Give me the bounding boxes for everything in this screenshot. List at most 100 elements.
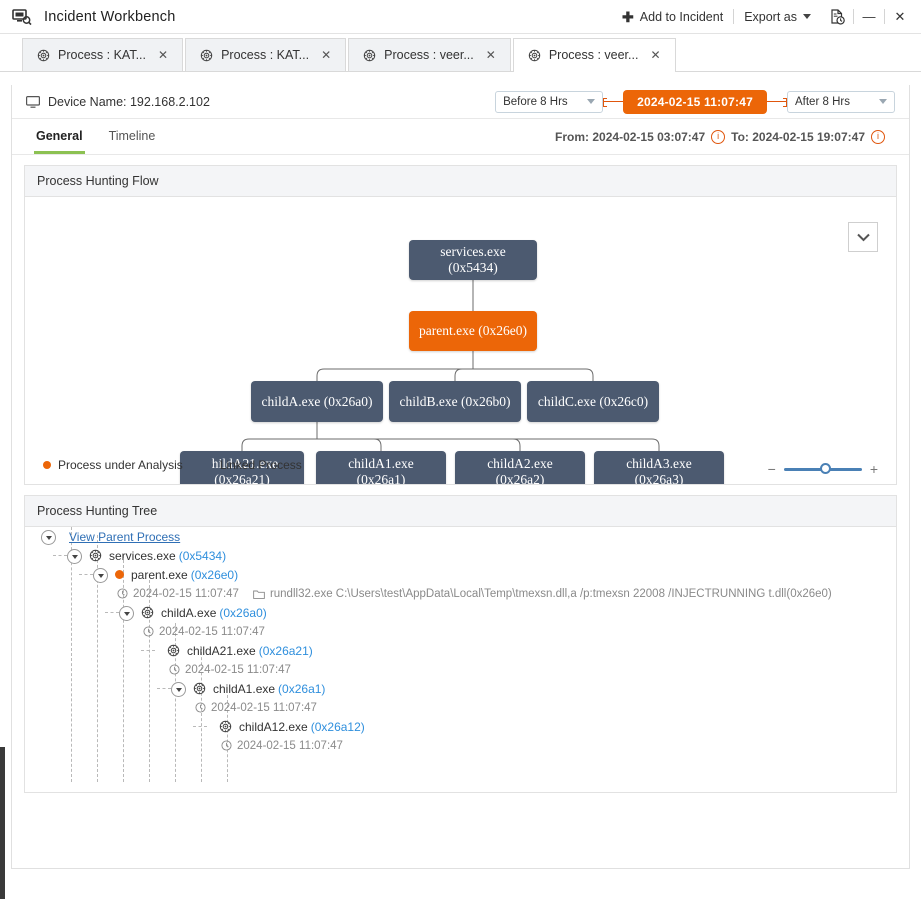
tree-row-meta: 2024-02-15 11:07:47 xyxy=(25,660,896,679)
title-bar: Incident Workbench ✚ Add to Incident Exp… xyxy=(0,0,921,34)
flow-connector-lines xyxy=(241,280,660,451)
flow-node-label: childA21.exe(0x26a21) xyxy=(205,456,279,484)
orange-dot-icon xyxy=(115,570,124,579)
device-name-label: Device Name: 192.168.2.102 xyxy=(48,94,210,109)
tab-0[interactable]: Process : KAT...✕ xyxy=(22,38,184,71)
tree-toggle[interactable] xyxy=(93,568,108,583)
tab-timeline[interactable]: Timeline xyxy=(108,128,156,143)
export-as-button[interactable]: Export as xyxy=(734,0,821,33)
after-range-select[interactable]: After 8 Hrs xyxy=(787,90,895,113)
flow-panel-title: Process Hunting Flow xyxy=(25,166,896,197)
collapse-flow-button[interactable] xyxy=(848,222,878,252)
process-name: childA12.exe xyxy=(239,719,308,734)
zoom-slider-handle[interactable] xyxy=(819,462,831,474)
tree-guide-line xyxy=(141,650,155,651)
tree-process-entry[interactable]: childA.exe(0x26a0) xyxy=(141,606,267,620)
flow-node-childB[interactable]: childB.exe (0x26b0) xyxy=(389,381,521,422)
report-clock-icon[interactable] xyxy=(821,0,853,33)
pivot-time-badge[interactable]: 2024-02-15 11:07:47 xyxy=(623,89,767,114)
gear-icon xyxy=(200,49,213,62)
flow-node-childA1[interactable]: childA1.exe(0x26a1) xyxy=(316,451,446,484)
gear-process-icon xyxy=(141,606,154,619)
flow-node-label: childA1.exe(0x26a1) xyxy=(348,456,414,484)
legend-item-linked: Linked Process xyxy=(204,458,302,472)
chevron-down-icon xyxy=(879,99,887,104)
tab-2[interactable]: Process : veer... ✕ xyxy=(348,38,511,71)
close-icon[interactable]: ✕ xyxy=(321,48,332,62)
tree-process-entry[interactable]: childA12.exe(0x26a12) xyxy=(219,720,365,734)
zoom-in-button[interactable]: + xyxy=(869,461,878,477)
tree-process-entry[interactable]: parent.exe(0x26e0) xyxy=(115,568,238,582)
timestamp: 2024-02-15 11:07:47 xyxy=(159,625,265,638)
process-hunting-tree-panel: Process Hunting Tree View Parent Process… xyxy=(24,495,897,793)
flow-node-childA2[interactable]: childA2.exe(0x26a2) xyxy=(455,451,585,484)
tree-row-view-parent[interactable]: View Parent Process xyxy=(25,527,896,546)
before-range-select[interactable]: Before 8 Hrs xyxy=(495,90,604,113)
info-icon[interactable]: i xyxy=(871,129,885,144)
flow-node-childC[interactable]: childC.exe (0x26c0) xyxy=(527,381,659,422)
tree-toggle[interactable] xyxy=(67,549,82,564)
orange-dot-icon xyxy=(43,461,51,469)
tab-general[interactable]: General xyxy=(34,128,85,154)
tree-row-process[interactable]: childA21.exe(0x26a21) xyxy=(25,641,896,660)
tree-process-entry[interactable]: childA21.exe(0x26a21) xyxy=(167,644,313,658)
view-parent-process-link[interactable]: View Parent Process xyxy=(69,529,181,544)
range-summary: From: 2024-02-15 03:07:47 i To: 2024-02-… xyxy=(555,129,885,144)
flow-canvas[interactable]: Process under Analysis Linked Process − … xyxy=(25,197,896,484)
add-to-incident-button[interactable]: ✚ Add to Incident xyxy=(612,0,733,33)
tab-label: Process : KAT... xyxy=(221,48,310,62)
close-icon[interactable]: ✕ xyxy=(158,48,169,62)
gear-icon xyxy=(37,49,50,62)
flow-node-services[interactable]: services.exe(0x5434) xyxy=(409,240,537,280)
gear-icon xyxy=(528,49,541,62)
tree-row-process[interactable]: services.exe(0x5434) xyxy=(25,546,896,565)
timestamp: 2024-02-15 11:07:47 xyxy=(185,663,291,676)
close-button[interactable]: ✕ xyxy=(894,8,906,24)
close-icon[interactable]: ✕ xyxy=(485,48,496,62)
tree-process-entry[interactable]: childA1.exe(0x26a1) xyxy=(193,682,325,696)
flow-node-childA21[interactable]: childA21.exe(0x26a21) xyxy=(180,451,304,484)
flow-node-childA[interactable]: childA.exe (0x26a0) xyxy=(251,381,383,422)
tree-guide-line xyxy=(123,555,124,782)
info-icon[interactable]: i xyxy=(711,129,726,144)
zoom-control[interactable]: − + xyxy=(767,461,878,477)
tree-toggle[interactable] xyxy=(171,682,186,697)
clock-icon xyxy=(143,626,154,637)
tree-row-process[interactable]: childA12.exe(0x26a12) xyxy=(25,717,896,736)
process-hunting-flow-panel: Process Hunting Flow Process under Analy… xyxy=(24,165,897,485)
tree-meta: 2024-02-15 11:07:47 xyxy=(195,702,317,714)
process-pid: (0x5434) xyxy=(178,548,227,563)
tree-toggle[interactable] xyxy=(119,606,134,621)
tree-row-process[interactable]: childA1.exe(0x26a1) xyxy=(25,679,896,698)
tree-row-process[interactable]: childA.exe(0x26a0) xyxy=(25,603,896,622)
flow-node-childA3[interactable]: childA3.exe(0x26a3) xyxy=(594,451,724,484)
clock-icon xyxy=(117,588,128,599)
timestamp: 2024-02-15 11:07:47 xyxy=(211,701,317,714)
tree-canvas[interactable]: View Parent Process services.exe(0x5434) p… xyxy=(25,527,896,792)
tree-row-meta: 2024-02-15 11:07:47 xyxy=(25,736,896,755)
zoom-out-button[interactable]: − xyxy=(767,461,776,477)
gear-process-icon xyxy=(219,720,232,733)
tree-row-process[interactable]: parent.exe(0x26e0) xyxy=(25,565,896,584)
tab-1[interactable]: Process : KAT... ✕ xyxy=(185,38,347,71)
flow-node-parent[interactable]: parent.exe (0x26e0) xyxy=(409,311,537,351)
minimize-button[interactable]: — xyxy=(862,9,876,24)
tab-label: Process : veer... xyxy=(548,48,639,62)
range-to-label: To: 2024-02-15 19:07:47 xyxy=(731,129,865,144)
zoom-slider[interactable] xyxy=(783,462,862,474)
export-as-label: Export as xyxy=(744,9,797,24)
process-pid: (0x26a21) xyxy=(258,643,313,658)
flow-node-label: childA3.exe(0x26a3) xyxy=(626,456,692,484)
tree-process-entry[interactable]: services.exe(0x5434) xyxy=(89,549,226,563)
tab-label: Process : veer... xyxy=(384,48,474,62)
tree-guide-line xyxy=(71,527,72,782)
chevron-down-icon xyxy=(803,14,811,19)
clock-icon xyxy=(221,740,232,751)
tab-3[interactable]: Process : veer... ✕ xyxy=(512,38,676,72)
flow-node-label: childA2.exe(0x26a2) xyxy=(487,456,553,484)
tree-toggle[interactable] xyxy=(41,530,56,545)
tree-meta: 2024-02-15 11:07:47 xyxy=(169,664,291,676)
before-range-value: Before 8 Hrs xyxy=(503,95,568,108)
close-icon[interactable]: ✕ xyxy=(650,48,661,62)
